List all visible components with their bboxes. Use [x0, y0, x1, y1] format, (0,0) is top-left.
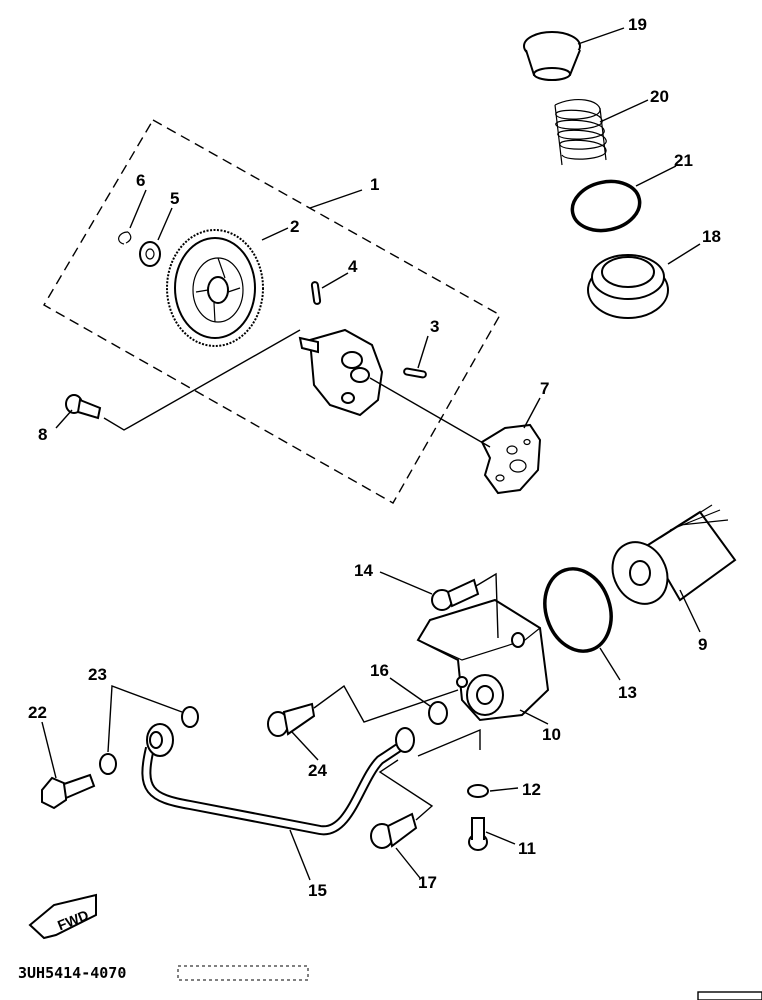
washer-23-b	[99, 753, 117, 775]
callout-18: 18	[702, 227, 721, 246]
spring-20	[554, 98, 607, 166]
callout-4: 4	[348, 257, 358, 276]
o-ring-13	[543, 567, 613, 653]
corner-mark	[697, 991, 762, 1000]
callout-21: 21	[674, 151, 693, 170]
washer-23-a	[181, 706, 199, 728]
gasket-7	[480, 423, 542, 495]
oil-pump-body	[298, 328, 384, 417]
bolt-17	[370, 812, 418, 849]
callout-22: 22	[28, 703, 47, 722]
callout-8: 8	[38, 425, 47, 444]
callout-labels: 1 2 3 4 5 6 7 8 9 10 11 12 13 14 15 16 1…	[28, 15, 721, 900]
filter-housing-10	[416, 598, 550, 722]
pin-4	[310, 281, 322, 305]
callout-14: 14	[354, 561, 373, 580]
circlip-6	[118, 231, 132, 245]
screw-8	[65, 394, 102, 420]
reference-code: 3UH5414-4070	[18, 964, 126, 982]
bolt-24	[267, 702, 316, 737]
callout-5: 5	[170, 189, 179, 208]
callout-24: 24	[308, 761, 327, 780]
plug-18	[587, 254, 669, 319]
callout-11: 11	[518, 839, 536, 858]
callout-9: 9	[698, 635, 707, 654]
washer-5	[139, 241, 161, 267]
callout-13: 13	[618, 683, 637, 702]
oil-filter-9	[611, 504, 737, 605]
callout-16: 16	[370, 661, 389, 680]
callout-17: 17	[418, 873, 437, 892]
o-ring-16	[428, 701, 448, 725]
fwd-arrow: FWD	[28, 893, 97, 940]
pin-3	[403, 367, 427, 379]
callout-6: 6	[136, 171, 145, 190]
callout-2: 2	[290, 217, 299, 236]
cap-19	[523, 31, 581, 81]
smudged-stamp	[177, 965, 309, 981]
callout-20: 20	[650, 87, 669, 106]
callout-7: 7	[540, 379, 549, 398]
rotor-gear	[166, 229, 264, 347]
callout-23: 23	[88, 665, 107, 684]
bolt-14	[431, 578, 480, 611]
callout-1: 1	[370, 175, 379, 194]
o-ring-21	[570, 179, 642, 233]
screw-11	[468, 817, 488, 851]
callout-leaders	[41, 27, 701, 881]
callout-10: 10	[542, 725, 561, 744]
oil-pipe-15	[141, 723, 415, 836]
callout-19: 19	[628, 15, 647, 34]
callout-15: 15	[308, 881, 327, 900]
oil-pump-assembly-outline	[43, 119, 501, 504]
washer-12	[467, 784, 489, 798]
callout-12: 12	[522, 780, 541, 799]
callout-3: 3	[430, 317, 439, 336]
drain-bolt-22	[41, 773, 96, 810]
